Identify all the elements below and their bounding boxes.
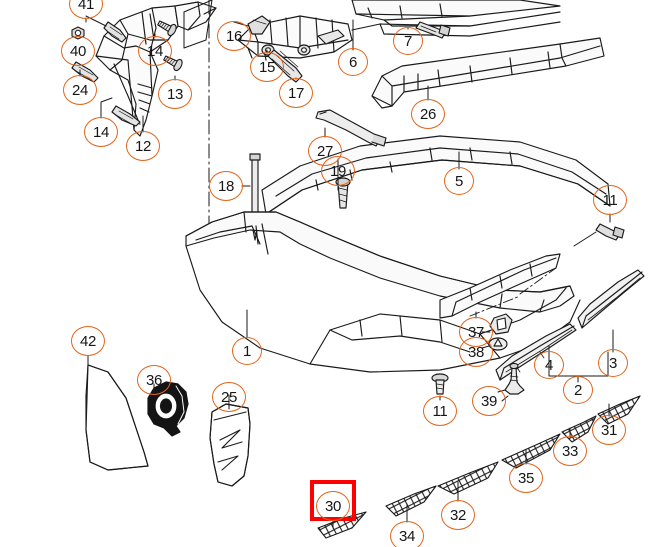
callout-7[interactable]: 7 xyxy=(393,27,423,55)
callout-2[interactable]: 2 xyxy=(563,376,593,404)
callout-4[interactable]: 4 xyxy=(534,351,564,379)
fastener-14a xyxy=(111,105,141,127)
callout-11b[interactable]: 11 xyxy=(423,396,457,426)
mud-flap-42 xyxy=(85,364,149,471)
callout-1[interactable]: 1 xyxy=(232,337,262,365)
callout-14b[interactable]: 14 xyxy=(138,36,172,66)
callout-11a[interactable]: 11 xyxy=(593,185,627,215)
callout-31[interactable]: 31 xyxy=(592,415,626,445)
callout-17[interactable]: 17 xyxy=(279,78,313,108)
tape-roll-36 xyxy=(147,381,189,437)
callout-6[interactable]: 6 xyxy=(338,48,368,76)
callout-14a[interactable]: 14 xyxy=(84,117,118,147)
guide-dashdot-2 xyxy=(469,295,521,317)
callout-35[interactable]: 35 xyxy=(509,463,543,493)
callout-34[interactable]: 34 xyxy=(390,521,424,547)
callout-5[interactable]: 5 xyxy=(444,167,474,195)
callout-38[interactable]: 38 xyxy=(459,337,493,367)
fastener-11b xyxy=(431,373,449,395)
callout-42[interactable]: 42 xyxy=(71,326,105,356)
energy-absorber-26 xyxy=(371,37,605,109)
fastener-7 xyxy=(415,21,451,39)
air-guide-25 xyxy=(209,403,251,487)
callout-12[interactable]: 12 xyxy=(126,131,160,161)
clip-37 xyxy=(489,313,513,335)
callout-26[interactable]: 26 xyxy=(411,99,445,129)
mesh-grille-34 xyxy=(385,485,437,517)
bracket-arm-upper-right xyxy=(174,1,217,31)
callout-40[interactable]: 40 xyxy=(61,36,95,66)
guide-dashdot-1 xyxy=(519,267,557,295)
callout-30[interactable]: 30 xyxy=(316,491,350,521)
fastener-11a xyxy=(573,223,625,247)
callout-3[interactable]: 3 xyxy=(598,349,628,377)
fastener-39 xyxy=(497,362,525,395)
callout-24[interactable]: 24 xyxy=(63,75,97,105)
callout-18[interactable]: 18 xyxy=(209,171,243,201)
support-rod-27 xyxy=(315,109,387,147)
callout-39[interactable]: 39 xyxy=(472,386,506,416)
callout-32[interactable]: 32 xyxy=(441,500,475,530)
callout-15[interactable]: 15 xyxy=(250,52,284,82)
callout-33[interactable]: 33 xyxy=(553,436,587,466)
mesh-grille-32 xyxy=(437,461,499,495)
callout-25[interactable]: 25 xyxy=(212,382,246,412)
callout-16[interactable]: 16 xyxy=(217,21,251,51)
trim-strip-3 xyxy=(577,269,645,329)
callout-36[interactable]: 36 xyxy=(137,365,171,395)
callout-13[interactable]: 13 xyxy=(158,79,192,109)
impact-beam-5 xyxy=(261,135,611,215)
upper-panel-6 xyxy=(351,0,561,37)
callout-19[interactable]: 19 xyxy=(321,156,355,186)
side-bracket-15 xyxy=(237,15,353,61)
